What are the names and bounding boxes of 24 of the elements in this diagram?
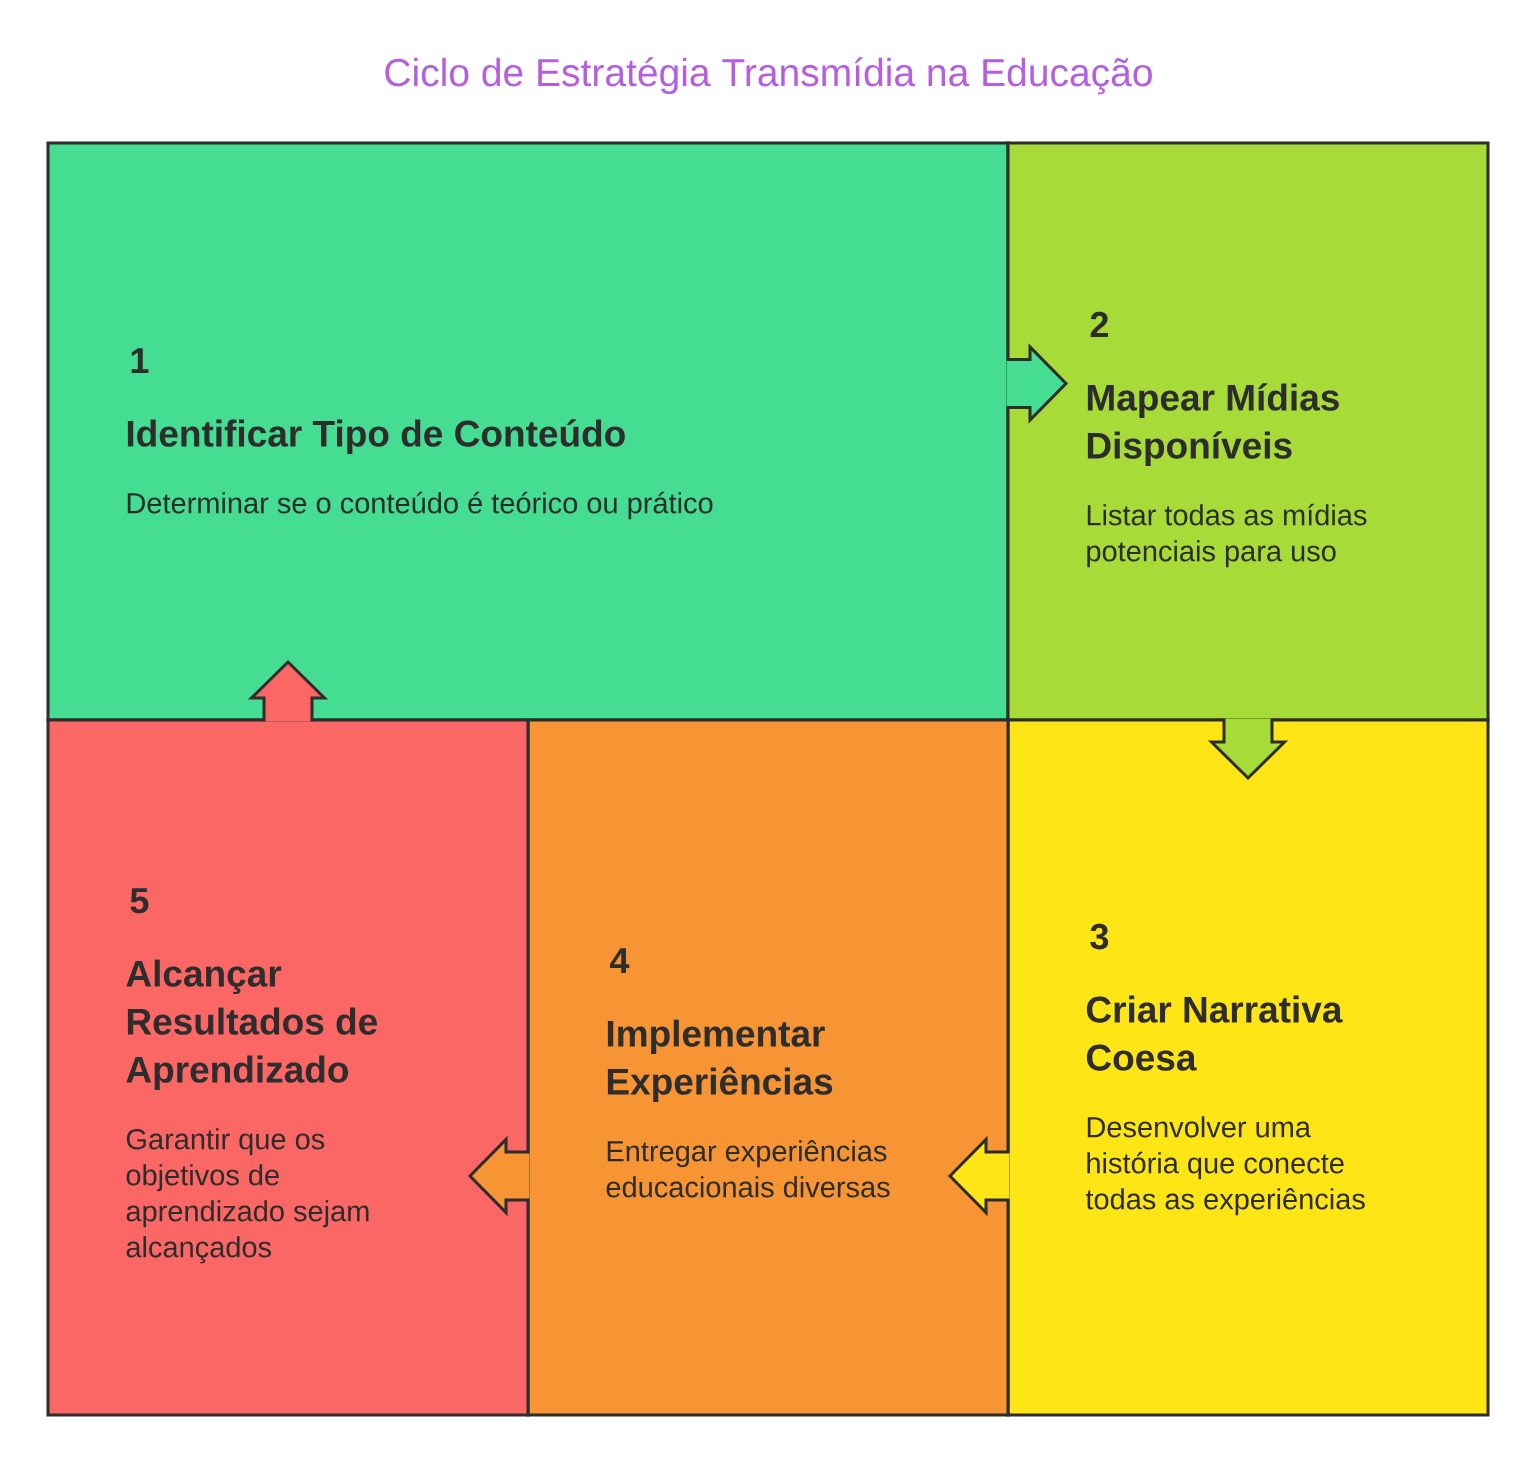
step-description: Listar todas as mídias potenciais para uso xyxy=(1087,503,1367,568)
step-description: Determinar se o conteúdo é teórico ou prático xyxy=(127,491,713,520)
step-title: Criar Narrativa Coesa xyxy=(1086,995,1343,1071)
step-number: 1 xyxy=(131,348,149,373)
arrow xyxy=(467,1135,531,1217)
step-panel xyxy=(46,718,530,1417)
title: Ciclo de Estratégia Transmídia na Educação xyxy=(385,57,1152,95)
step-number: 2 xyxy=(1090,311,1108,337)
step-description: Garantir que os objetivos de aprendizado sejam alcançados xyxy=(126,1128,369,1264)
step-description: Entregar experiências educacionais diversas xyxy=(606,1140,890,1198)
step-number: 4 xyxy=(609,948,630,973)
step-panel xyxy=(1006,141,1490,722)
step-title: Identificar Tipo de Conteúdo xyxy=(127,419,625,455)
arrow xyxy=(947,1135,1011,1217)
step-title: Mapear Mídias Disponíveis xyxy=(1087,383,1339,467)
step-title: Implementar Experiências xyxy=(607,1019,833,1103)
arrow xyxy=(1207,717,1289,781)
step-panel xyxy=(46,141,1010,722)
arrow xyxy=(247,659,329,723)
step-title: Alcançar Resultados de Aprendizado xyxy=(126,959,377,1091)
arrow xyxy=(1005,343,1069,424)
step-description: Desenvolver uma história que conecte todas as experiências xyxy=(1085,1116,1365,1216)
step-number: 3 xyxy=(1090,923,1109,950)
step-number: 5 xyxy=(130,888,149,914)
